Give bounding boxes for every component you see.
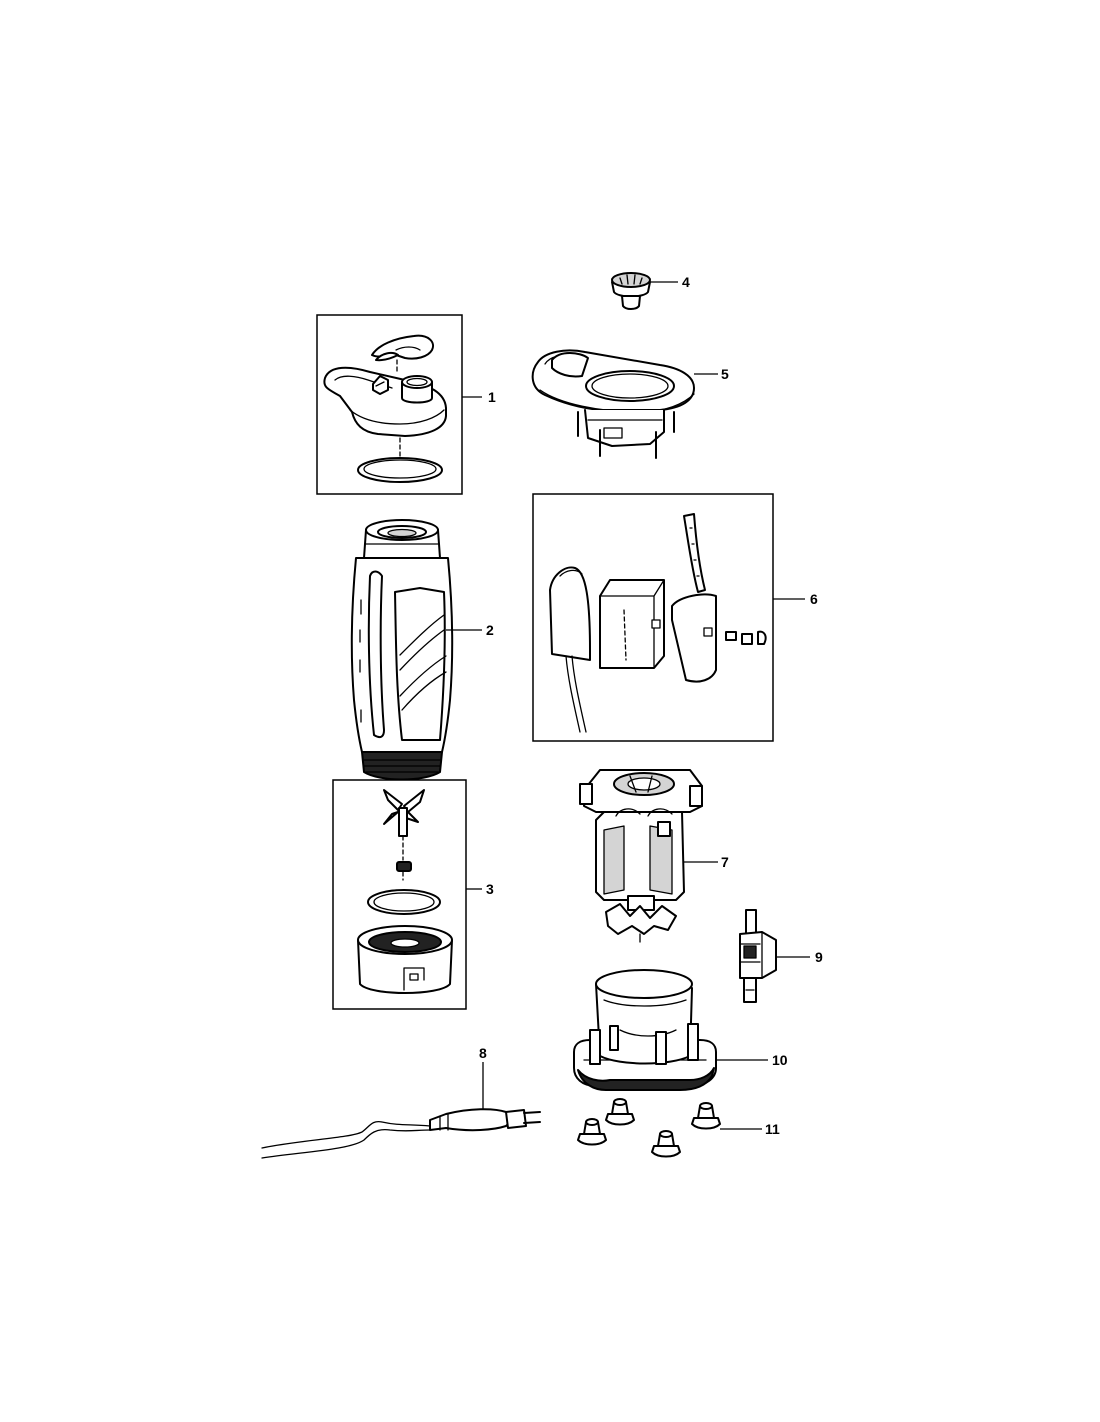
callout-labels: 1 2 3 4 5 6 7 8 9 10 11	[479, 274, 823, 1137]
callout-3: 3	[486, 881, 494, 897]
part-10-base	[573, 969, 717, 1091]
callout-1: 1	[488, 389, 496, 405]
callout-2: 2	[486, 622, 494, 638]
part-2-blender-cup	[350, 519, 454, 781]
part-4-knob	[611, 272, 651, 310]
callout-5: 5	[721, 366, 729, 382]
part-9-switch	[739, 909, 777, 1003]
part-7-motor	[579, 769, 703, 943]
callout-4: 4	[682, 274, 690, 290]
callout-8: 8	[479, 1045, 487, 1061]
part-6-switch-kit	[532, 493, 774, 742]
callout-9: 9	[815, 949, 823, 965]
callout-10: 10	[772, 1052, 788, 1068]
callout-6: 6	[810, 591, 818, 607]
part-11-feet	[577, 1098, 721, 1158]
part-8-power-cord	[261, 1108, 541, 1159]
callout-11: 11	[765, 1121, 780, 1137]
part-1-lid-assembly	[316, 314, 463, 495]
part-3-blade-assembly	[332, 779, 467, 1010]
leader-lines	[446, 281, 810, 1130]
callout-7: 7	[721, 854, 729, 870]
part-5-top-housing	[531, 349, 695, 459]
